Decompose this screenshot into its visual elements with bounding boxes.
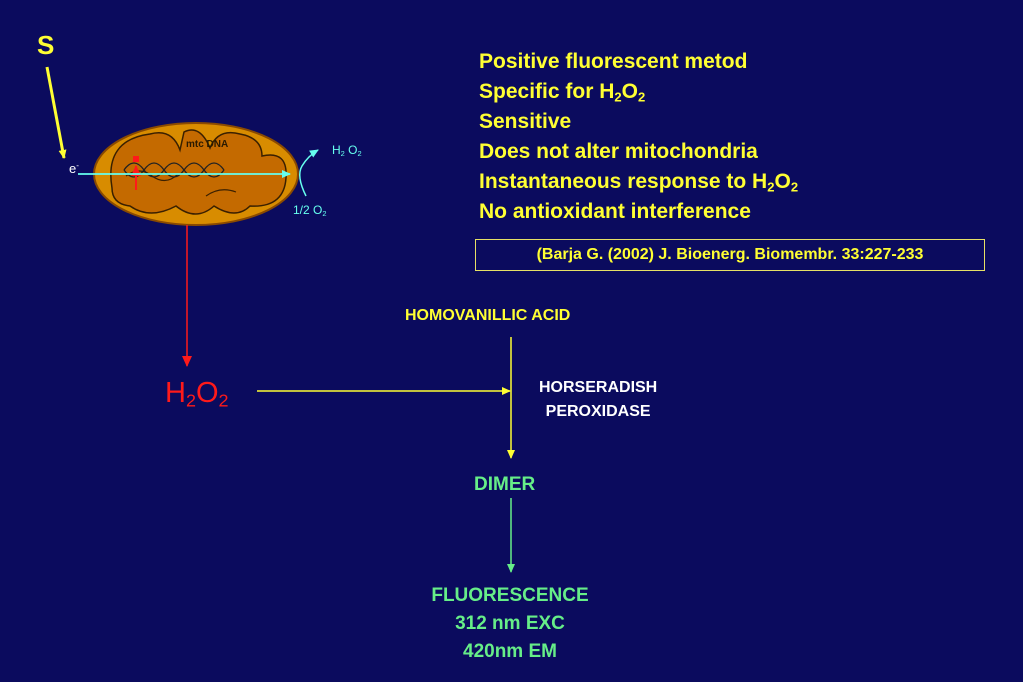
homovanillic-acid-label: HOMOVANILLIC ACID — [405, 307, 571, 324]
property-item: Instantaneous response to H2O2 — [479, 170, 799, 195]
property-item: No antioxidant interference — [479, 200, 751, 223]
half-oxygen-label: 1/2 O2 — [293, 203, 327, 218]
property-item: Sensitive — [479, 110, 572, 133]
substrate-arrow — [45, 66, 67, 159]
citation-box: (Barja G. (2002) J. Bioenerg. Biomembr. … — [475, 239, 985, 271]
complex-marker — [133, 156, 139, 162]
substrate-label: S — [37, 30, 55, 60]
dna-strand-a — [123, 162, 225, 178]
dna-strand-b — [123, 162, 225, 178]
enzyme-label: HORSERADISH PEROXIDASE — [539, 379, 658, 420]
fluorescence-label: FLUORESCENCE 312 nm EXC 420nm EM — [405, 582, 615, 666]
property-item: Specific for H2O2 — [479, 80, 646, 105]
property-item: Positive fluorescent metod — [479, 50, 748, 73]
mtc-dna-label: mtc DNA — [186, 139, 229, 150]
fluorescence-title: FLUORESCENCE — [431, 585, 589, 606]
h2o2-label: H2O2 — [165, 377, 229, 411]
excitation-label: 312 nm EXC — [455, 613, 565, 634]
property-item: Does not alter mitochondria — [479, 140, 758, 163]
electron-label: e- — [69, 161, 79, 176]
dimer-label: DIMER — [474, 474, 536, 495]
mito-h2o2-label: H2 O2 — [332, 143, 362, 158]
emission-label: 420nm EM — [463, 641, 557, 662]
method-properties-list: Positive fluorescent metod Specific for … — [479, 47, 798, 227]
h2o2-release-arrow — [299, 149, 319, 197]
